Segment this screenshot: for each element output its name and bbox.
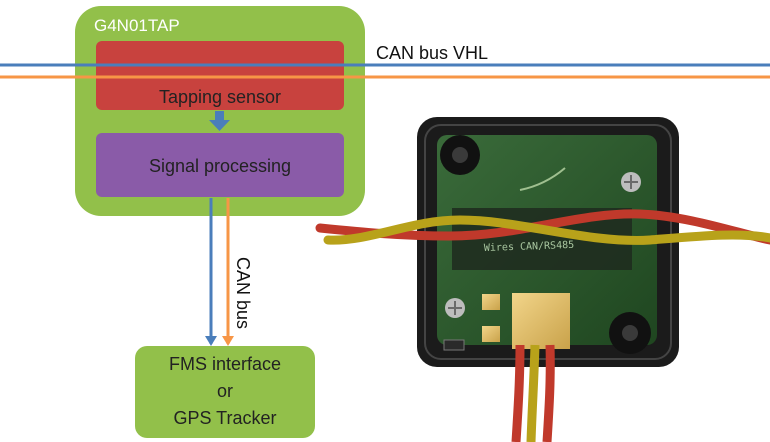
- fms-box-line2: or: [217, 381, 233, 401]
- fms-box-line3: GPS Tracker: [173, 408, 276, 428]
- mount-hole-bottom-right: [609, 312, 651, 354]
- gold-pad-large: [512, 293, 570, 349]
- bus-top-label: CAN bus VHL: [376, 43, 488, 63]
- wire-down-red: [511, 344, 525, 442]
- screw-bottom-left: [445, 298, 465, 318]
- vbus-arrow-orange-icon: [222, 336, 234, 346]
- fms-box-line1: FMS interface: [169, 354, 281, 374]
- bus-vertical-label: CAN bus: [233, 257, 253, 329]
- pcb-label: Wires CAN/RS485: [484, 240, 575, 254]
- device-photo: Wires CAN/RS485: [315, 117, 770, 442]
- gold-pad-small-1: [482, 294, 500, 310]
- vbus-arrow-blue-icon: [205, 336, 217, 346]
- arrow-down-icon: [209, 111, 230, 131]
- device-box-title: G4N01TAP: [94, 16, 180, 35]
- processing-box-label: Signal processing: [149, 156, 291, 176]
- wire-down-red-2: [542, 344, 555, 442]
- screw-top-right: [621, 172, 641, 192]
- gold-pad-small-2: [482, 326, 500, 342]
- sensor-box-label: Tapping sensor: [159, 87, 281, 107]
- wire-yellow: [323, 215, 770, 245]
- smd-component: [443, 339, 465, 351]
- fms-box: [135, 346, 315, 438]
- pcb-arrow-marking: [519, 167, 566, 191]
- wire-down-yellow: [526, 344, 540, 442]
- processing-box: [96, 133, 344, 197]
- mount-hole-top-left: [440, 135, 480, 175]
